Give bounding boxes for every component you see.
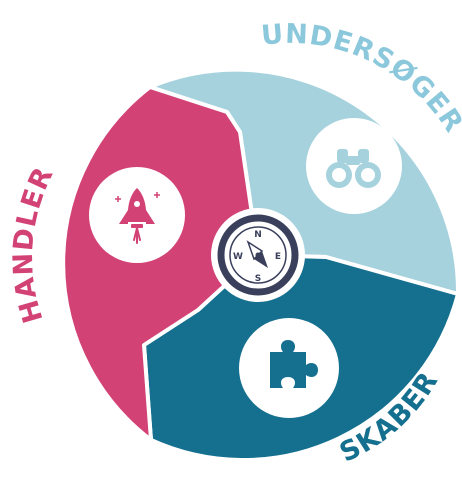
compass-letter-w: W (233, 252, 243, 262)
puzzle-piece-icon-circle (239, 318, 339, 418)
compass-letter-n: N (254, 230, 262, 240)
binoculars-icon (326, 149, 381, 188)
rocket-icon-circle (89, 167, 185, 263)
compass-hub: N E S W (211, 208, 305, 302)
binoculars-icon-circle (306, 118, 402, 214)
label-handler: HANDLER (8, 162, 60, 326)
compass-letter-s: S (255, 274, 261, 284)
puzzle-piece-icon (270, 340, 318, 388)
compass-letter-e: E (275, 252, 281, 262)
rocket-icon (115, 188, 160, 244)
compass-needle (254, 251, 268, 268)
segment-undersoger (148, 67, 461, 296)
